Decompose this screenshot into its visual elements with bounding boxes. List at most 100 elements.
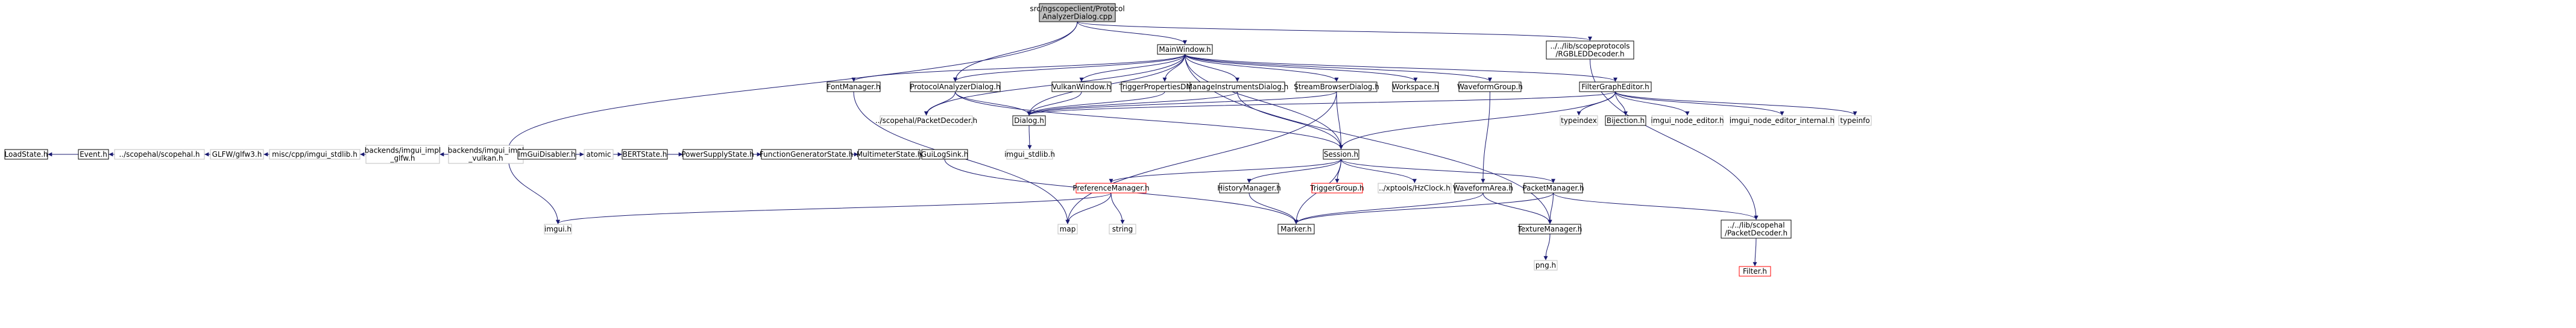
node-StreamBrowserDialog_h[interactable]: StreamBrowserDialog.h (1294, 81, 1379, 92)
edge-PreferenceManager_h-to-string (1110, 192, 1125, 224)
node-box (1157, 44, 1213, 55)
node-label: backends/imgui_impl (365, 147, 441, 155)
node-atomic: atomic (584, 149, 614, 160)
node-TextureManager_h[interactable]: TextureManager.h (1517, 224, 1582, 235)
edge-scopehal_PacketDecoder_h-to-Filter_h (1752, 238, 1757, 266)
node-Session_h[interactable]: Session.h (1323, 149, 1359, 160)
node-Event_h[interactable]: Event.h (78, 149, 109, 160)
edge-TriggerPropertiesDialog_h-to-Dialog_h (1027, 91, 1165, 116)
edge-PacketManager_h-to-Marker_h (1294, 192, 1554, 224)
node-string: string (1109, 224, 1136, 235)
node-label: src/ngscopeclient/Protocol (1030, 5, 1124, 13)
edge-Session_h-to-PreferenceManager_h (1109, 159, 1341, 183)
edge-MainWindow_h-to-TriggerPropertiesDialog_h (1162, 54, 1185, 82)
edge-root-to-RGBLEDDecoder_h (1077, 21, 1592, 41)
node-PowerSupplyState_h[interactable]: PowerSupplyState.h (681, 149, 754, 160)
edge-WaveformArea_h-to-Marker_h (1294, 192, 1484, 224)
node-box (1006, 149, 1053, 160)
node-label: ManageInstrumentsDialog.h (1186, 83, 1289, 91)
edge-PreferenceManager_h-to-imgui_h (556, 192, 1112, 224)
edge-root-to-ngscopeclient_h (506, 21, 1078, 150)
node-label: StreamBrowserDialog.h (1294, 83, 1379, 91)
node-box (858, 149, 921, 160)
node-LoadState_h[interactable]: LoadState.h (4, 149, 48, 160)
node-box (1534, 260, 1558, 271)
edge-FilterGraphEditor_h-to-imgui_node_editor_internal_h (1615, 91, 1784, 116)
node-label: /PacketDecoder.h (1725, 229, 1787, 238)
node-png_h: png.h (1534, 260, 1558, 271)
node-box (544, 224, 572, 235)
node-MainWindow_h[interactable]: MainWindow.h (1157, 44, 1213, 55)
node-ManageInstrumentsDialog_h[interactable]: ManageInstrumentsDialog.h (1186, 81, 1289, 92)
edge-TextureManager_h-to-png_h (1543, 233, 1551, 260)
node-Workspace_h[interactable]: Workspace.h (1392, 81, 1439, 92)
node-box (1219, 183, 1279, 194)
node-label: MainWindow.h (1159, 45, 1211, 54)
edge-MainWindow_h-to-TextureManager_h (1185, 54, 1552, 224)
node-Bijection_h[interactable]: Bijection.h (1605, 115, 1646, 126)
node-box (880, 115, 973, 126)
node-HistoryManager_h[interactable]: HistoryManager.h (1217, 183, 1281, 194)
edge-MainWindow_h-to-Workspace_h (1185, 54, 1418, 82)
node-label: WaveformGroup.h (1457, 83, 1523, 91)
node-label: imgui_stdlib.h (1004, 150, 1055, 159)
node-label: typeinfo (1840, 116, 1869, 125)
node-box (1651, 115, 1724, 126)
node-RGBLEDDecoder_h[interactable]: ../../lib/scopeprotocols/RGBLEDDecoder.h (1546, 40, 1634, 60)
node-label: png.h (1535, 261, 1556, 270)
node-FontManager_h[interactable]: FontManager.h (827, 81, 881, 92)
node-box (1012, 115, 1046, 126)
node-label: Dialog.h (1014, 116, 1044, 125)
node-label: LoadState.h (5, 150, 48, 159)
node-box (269, 149, 361, 160)
node-TriggerPropertiesDialog_h[interactable]: TriggerPropertiesDialog.h (1118, 81, 1211, 92)
node-map: map (1057, 224, 1078, 235)
node-BERTState_h[interactable]: BERTState.h (622, 149, 668, 160)
node-WaveformArea_h[interactable]: WaveformArea.h (1453, 183, 1513, 194)
node-imgui_h: imgui.h (544, 224, 572, 235)
edge-ManageInstrumentsDialog_h-to-Dialog_h (1027, 91, 1238, 116)
node-FilterGraphEditor_h[interactable]: FilterGraphEditor.h (1579, 81, 1652, 92)
node-label: ../xptools/HzClock.h (1379, 184, 1450, 192)
edge-StreamBrowserDialog_h-to-Session_h (1336, 91, 1343, 150)
node-Filter_h[interactable]: Filter.h (1739, 266, 1771, 277)
node-WaveformGroup_h[interactable]: WaveformGroup.h (1457, 81, 1523, 92)
node-Marker_h[interactable]: Marker.h (1277, 224, 1315, 235)
edge-StreamBrowserDialog_h-to-map (1065, 91, 1337, 224)
node-box (622, 149, 668, 160)
node-label: atomic (586, 150, 611, 159)
node-label: _vulkan.h (468, 154, 503, 163)
edge-MainWindow_h-to-WaveformGroup_h (1185, 54, 1492, 82)
edge-ProtocolAnalyzerDialog_h-to-PacketDecoder_h (924, 91, 956, 116)
node-box (1523, 183, 1583, 194)
node-VulkanWindow_h[interactable]: VulkanWindow.h (1051, 81, 1112, 92)
node-label: misc/cpp/imgui_stdlib.h (272, 150, 357, 159)
node-label: PowerSupplyState.h (681, 150, 754, 159)
edge-PacketManager_h-to-scopehal_PacketDecoder_h (1553, 192, 1759, 220)
node-TriggerGroup_h[interactable]: TriggerGroup.h (1309, 183, 1364, 194)
node-label: AnalyzerDialog.cpp (1042, 13, 1112, 21)
node-GuiLogSink_h[interactable]: GuiLogSink.h (921, 149, 969, 160)
node-Dialog_h[interactable]: Dialog.h (1012, 115, 1046, 126)
node-label: /RGBLEDDecoder.h (1555, 50, 1624, 58)
node-root[interactable]: src/ngscopeclient/ProtocolAnalyzerDialog… (1030, 3, 1125, 22)
edge-Dialog_h-to-imgui_stdlib_h (1027, 125, 1032, 150)
node-PacketManager_h[interactable]: PacketManager.h (1522, 183, 1584, 194)
node-FunctionGeneratorState_h[interactable]: FunctionGeneratorState.h (760, 149, 853, 160)
node-box (1519, 224, 1581, 235)
node-label: imgui_node_editor.h (1651, 116, 1724, 125)
node-MultimeterState_h[interactable]: MultimeterState.h (857, 149, 922, 160)
edge-Session_h-to-HzClock_h (1341, 159, 1417, 183)
node-ImGuiDisabler_h[interactable]: ImGuiDisabler.h (517, 149, 576, 160)
node-label: TriggerPropertiesDialog.h (1118, 83, 1211, 91)
node-box (1721, 219, 1792, 239)
node-box (921, 149, 968, 160)
node-box (1838, 115, 1872, 126)
node-scopehal_PacketDecoder_h[interactable]: ../../lib/scopehal/PacketDecoder.h (1721, 219, 1792, 239)
node-PreferenceManager_h[interactable]: PreferenceManager.h (1072, 183, 1150, 194)
edge-FilterGraphEditor_h-to-Bijection_h (1615, 91, 1628, 116)
edge-Session_h-to-PacketManager_h (1341, 159, 1555, 183)
node-label: backends/imgui_impl (448, 147, 524, 155)
node-ProtocolAnalyzerDialog_h[interactable]: ProtocolAnalyzerDialog.h (910, 81, 1001, 92)
node-label: BERTState.h (623, 150, 667, 159)
